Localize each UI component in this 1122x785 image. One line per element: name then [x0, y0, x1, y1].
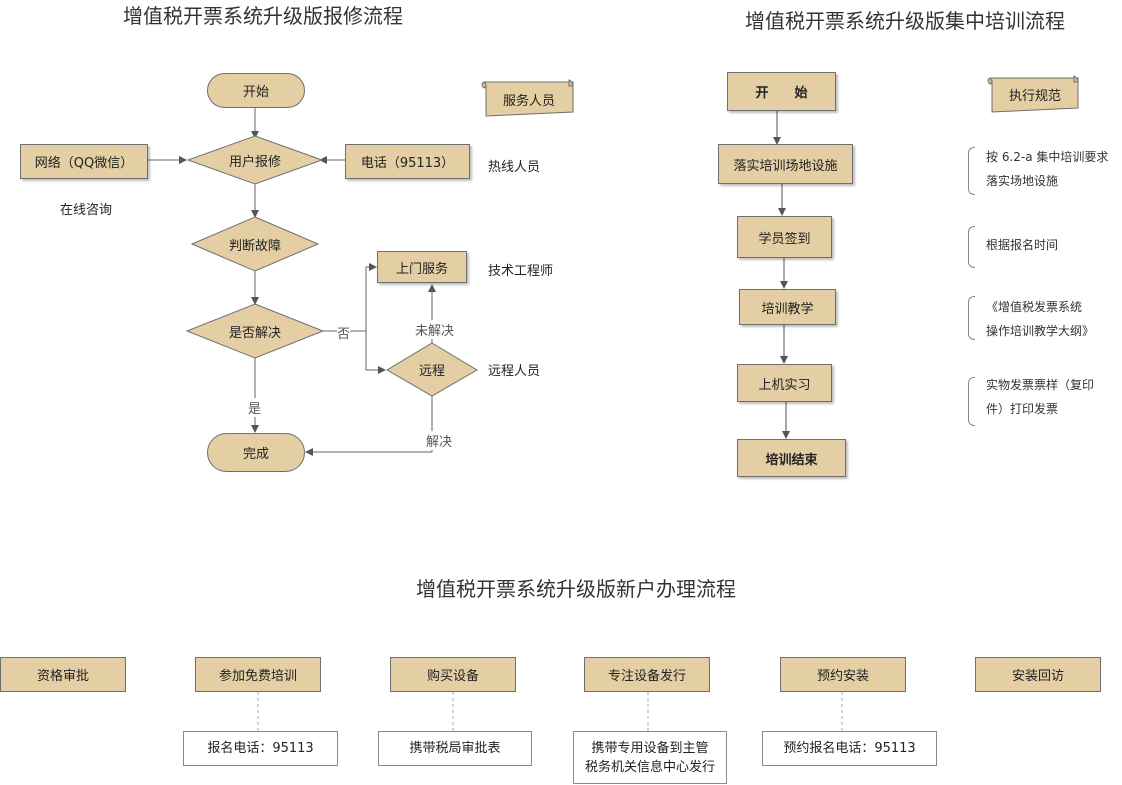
onsite-service-node: 上门服务 [377, 251, 467, 283]
diagnose-label: 判断故障 [228, 238, 281, 254]
resolved-label: 解决 [426, 431, 453, 450]
online-consult-label: 在线咨询 [60, 203, 113, 218]
edge-no-branch [323, 263, 377, 332]
note-1: 按 6.2-a 集中培训要求 落实场地设施 [986, 145, 1108, 193]
user-report-label: 用户报修 [228, 154, 281, 170]
step-qualification: 资格审批 [0, 657, 126, 692]
diamond-user-report [186, 135, 324, 185]
diamond-diagnose [190, 216, 320, 272]
note-2: 根据报名时间 [986, 233, 1058, 257]
note-bracket-1 [968, 147, 975, 195]
phone-node: 电话（95113） [345, 144, 470, 179]
flow3-connectors [257, 692, 843, 731]
no-label: 否 [337, 323, 351, 342]
note-3-line1: 《增值税发票系统 [986, 300, 1083, 314]
note-4: 实物发票票样（复印 件）打印发票 [986, 373, 1094, 421]
detail-device-issue-line1: 携带专用设备到主管 [591, 740, 709, 756]
sign-in-node: 学员签到 [737, 216, 832, 258]
hotline-staff-label: 热线人员 [488, 160, 541, 175]
scroll-service-staff [483, 81, 574, 117]
training-end-node: 培训结束 [737, 439, 846, 477]
teaching-node: 培训教学 [739, 289, 836, 325]
step-buy-device: 购买设备 [390, 657, 516, 692]
note-3-line2: 操作培训教学大纲》 [986, 324, 1095, 338]
note-2-line1: 根据报名时间 [986, 238, 1059, 252]
service-staff-label: 服务人员 [502, 93, 555, 109]
diamond-remote [386, 342, 478, 397]
unresolved-label: 未解决 [415, 320, 455, 339]
flow2-title: 增值税开票系统升级版集中培训流程 [745, 9, 1065, 33]
training-start-node: 开 始 [727, 72, 836, 111]
note-bracket-2 [968, 226, 975, 268]
step-free-training: 参加免费培训 [195, 657, 321, 692]
step-book-install: 预约安装 [780, 657, 906, 692]
note-4-line1: 实物发票票样（复印 [986, 378, 1095, 392]
edge-remote-resolved [305, 396, 433, 456]
edge-no-to-remote [365, 331, 386, 374]
note-4-line2: 件）打印发票 [986, 402, 1059, 416]
step-device-issue: 专注设备发行 [584, 657, 710, 692]
complete-node: 完成 [207, 433, 305, 472]
remote-staff-label: 远程人员 [488, 364, 541, 379]
note-1-line1: 按 6.2-a 集中培训要求 [986, 150, 1109, 164]
remote-label: 远程 [418, 364, 445, 379]
spec-label: 执行规范 [1008, 88, 1061, 104]
note-bracket-3 [968, 296, 975, 340]
detail-approval-form-text: 携带税局审批表 [409, 741, 501, 756]
flow1-title: 增值税开票系统升级版报修流程 [123, 4, 403, 28]
detail-training-phone-text: 报名电话：95113 [207, 741, 314, 756]
detail-booking-phone: 预约报名电话：95113 [762, 731, 937, 766]
start-node: 开始 [207, 73, 305, 108]
practice-node: 上机实习 [737, 364, 832, 402]
detail-device-issue: 携带专用设备到主管 税务机关信息中心发行 [573, 731, 727, 784]
tech-engineer-label: 技术工程师 [488, 264, 554, 279]
step-install-followup: 安装回访 [975, 657, 1101, 692]
note-3: 《增值税发票系统 操作培训教学大纲》 [986, 295, 1094, 343]
detail-booking-phone-text: 预约报名电话：95113 [783, 741, 916, 756]
flow3-title: 增值税开票系统升级版新户办理流程 [416, 577, 736, 601]
detail-device-issue-line2: 税务机关信息中心发行 [584, 759, 715, 775]
diamond-resolved [185, 303, 325, 359]
resolved-question-label: 是否解决 [228, 325, 281, 341]
note-1-line2: 落实场地设施 [986, 174, 1059, 188]
yes-label: 是 [248, 398, 262, 417]
network-node: 网络（QQ微信） [20, 144, 148, 179]
detail-training-phone: 报名电话：95113 [183, 731, 338, 766]
detail-approval-form: 携带税局审批表 [378, 731, 532, 766]
venue-node: 落实培训场地设施 [718, 144, 853, 184]
note-bracket-4 [968, 377, 975, 426]
scroll-spec [989, 77, 1079, 113]
